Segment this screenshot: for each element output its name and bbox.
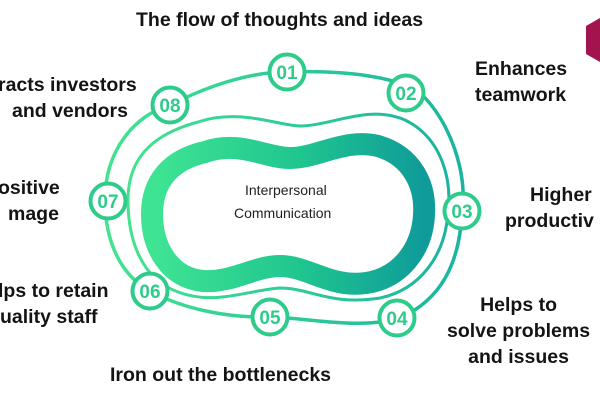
step-label-line: Higher xyxy=(530,184,592,206)
center-title-line1: Interpersonal xyxy=(245,182,327,198)
step-label-line: Helps to xyxy=(480,294,557,316)
step-label-line: and issues xyxy=(468,346,569,368)
step-label-04: Helps to solve problems and issues xyxy=(447,292,590,370)
step-number: 05 xyxy=(259,308,281,329)
step-marker-01: 01 xyxy=(267,52,307,92)
step-label-03: Higher productiv xyxy=(505,182,594,234)
center-title-line2: Communication xyxy=(234,205,331,221)
step-label-line: The flow of thoughts and ideas xyxy=(136,9,424,31)
step-label-line: Enhances xyxy=(475,58,568,80)
center-blob xyxy=(180,167,395,262)
step-marker-08: 08 xyxy=(150,85,190,125)
step-label-line: and vendors xyxy=(12,100,128,122)
step-label-line: racts investors xyxy=(0,74,137,96)
step-label-08: racts investors and vendors xyxy=(0,72,137,124)
step-label-01: The flow of thoughts and ideas xyxy=(136,7,423,33)
step-label-line: Iron out the bottlenecks xyxy=(110,364,332,386)
step-label-line: teamwork xyxy=(475,84,567,106)
step-number: 03 xyxy=(451,202,472,223)
step-marker-06: 06 xyxy=(130,271,170,311)
step-number: 07 xyxy=(97,192,118,213)
step-number: 06 xyxy=(139,282,160,303)
step-label-line: solve problems xyxy=(447,320,591,342)
step-marker-03: 03 xyxy=(442,191,482,231)
step-label-line: uality staff xyxy=(0,306,98,328)
hexagon-logo-icon xyxy=(586,18,600,62)
step-label-02: Enhances teamwork xyxy=(475,56,567,108)
step-label-line: ositive xyxy=(0,177,60,199)
step-marker-07: 07 xyxy=(88,181,128,221)
step-label-line: mage xyxy=(8,203,59,225)
step-number: 08 xyxy=(159,96,180,117)
step-label-06: lps to retain uality staff xyxy=(0,278,109,330)
step-marker-04: 04 xyxy=(377,298,417,338)
step-number: 01 xyxy=(276,63,298,84)
thick-band xyxy=(140,133,436,295)
step-label-05: Iron out the bottlenecks xyxy=(110,362,331,388)
step-label-line: productiv xyxy=(505,210,594,232)
step-label-07: ositive mage xyxy=(0,175,60,227)
step-marker-02: 02 xyxy=(386,73,426,113)
inner-ring xyxy=(126,112,451,302)
step-marker-05: 05 xyxy=(250,297,290,337)
step-label-line: lps to retain xyxy=(0,280,109,302)
step-number: 04 xyxy=(386,309,408,330)
step-number: 02 xyxy=(395,84,416,105)
